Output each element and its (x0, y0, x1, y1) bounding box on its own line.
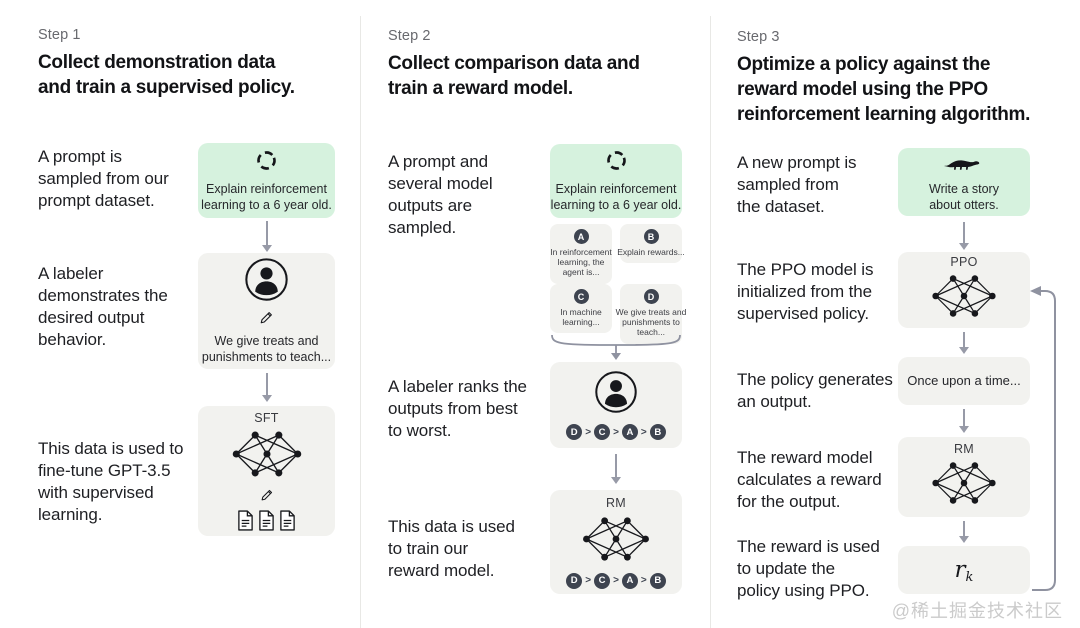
step1-title: Collect demonstration data and train a s… (38, 52, 295, 99)
column-divider-1 (360, 16, 361, 628)
rank-badge: A (621, 572, 638, 589)
rank-separator: > (613, 575, 619, 586)
documents-icon (237, 510, 296, 531)
pencil-icon (259, 310, 274, 330)
step3-output-text: Once upon a time... (907, 372, 1021, 388)
step1-caption-labeler: A labeler demonstrates the desired outpu… (38, 264, 168, 350)
output-card-b: B Explain rewards... (617, 224, 685, 264)
rank-separator: > (640, 426, 647, 438)
pencil-icon (260, 488, 274, 507)
neural-network-icon (228, 428, 306, 485)
rank-separator: > (585, 426, 592, 438)
step3-prompt-box: Write a story about otters. (898, 148, 1030, 216)
sft-label: SFT (254, 411, 279, 425)
step3-prompt-text: Write a story about otters. (929, 181, 999, 212)
rank-separator: > (585, 575, 592, 586)
rank-badge: A (621, 424, 638, 440)
arrow-down-icon (958, 222, 970, 250)
step2-caption-ranks: A labeler ranks the outputs from best to… (388, 377, 527, 441)
reward-symbol: r (954, 557, 966, 583)
person-icon (594, 370, 638, 419)
arrow-down-icon (958, 521, 970, 543)
step1-sft-box: SFT (198, 406, 335, 536)
step3-ppo-box: PPO (898, 252, 1030, 328)
output-card-text: In reinforcement learning, the agent is.… (550, 247, 612, 278)
step2-prompt-text: Explain reinforcement learning to a 6 ye… (550, 182, 682, 212)
cycle-icon (255, 149, 278, 177)
step3-caption-update: The reward is used to update the policy … (737, 537, 880, 601)
step3-caption-prompt: A new prompt is sampled from the dataset… (737, 153, 857, 217)
output-card-d: D We give treats and punishments to teac… (616, 284, 686, 344)
column-divider-2 (710, 16, 711, 628)
step1-prompt-box: Explain reinforcement learning to a 6 ye… (198, 143, 335, 218)
arrow-down-icon (261, 221, 273, 252)
rank-badge: D (566, 424, 583, 440)
arrow-down-icon (610, 454, 622, 484)
rank-badge: B (649, 572, 666, 589)
output-card-text: Explain rewards... (617, 247, 685, 257)
step2-title: Collect comparison data and train a rewa… (388, 53, 640, 100)
rank-separator: > (640, 575, 647, 586)
output-card-a: A In reinforcement learning, the agent i… (550, 224, 612, 284)
rm-label: RM (605, 495, 627, 510)
step3-title: Optimize a policy against the reward mod… (737, 54, 1031, 126)
step3-output-box: Once upon a time... (898, 357, 1030, 405)
step3-caption-init: The PPO model is initialized from the su… (737, 260, 874, 324)
arrow-down-icon (958, 409, 970, 433)
step1-prompt-text: Explain reinforcement learning to a 6 ye… (201, 181, 332, 212)
letter-badge: A (573, 229, 589, 244)
letter-badge: C (573, 289, 589, 304)
ranking-row: D > C > A > B (566, 572, 666, 589)
step2-caption-prompt: A prompt and several model outputs are s… (388, 152, 493, 238)
cycle-icon (605, 149, 628, 177)
step2-labeler-box: D > C > A > B (550, 362, 682, 448)
otter-icon (943, 152, 985, 178)
rank-separator: > (613, 426, 619, 438)
step1-labeler-text: We give treats and punishments to teach.… (201, 334, 332, 364)
output-card-c: C In machine learning... (550, 284, 612, 334)
arrow-down-icon (958, 332, 970, 354)
step2-prompt-box: Explain reinforcement learning to a 6 ye… (550, 144, 682, 218)
rank-badge: C (594, 424, 611, 440)
step2-rm-box: RM D > C > A > B (550, 490, 682, 594)
step3-caption-reward: The reward model calculates a reward for… (737, 448, 882, 512)
rank-badge: B (649, 424, 666, 440)
feedback-loop-arrow-icon (1025, 281, 1067, 602)
step2-label: Step 2 (388, 28, 431, 44)
ranking-row: D > C > A > B (566, 424, 666, 440)
letter-badge: B (643, 229, 659, 244)
person-icon (244, 257, 289, 307)
step1-labeler-box: We give treats and punishments to teach.… (198, 253, 335, 369)
letter-badge: D (643, 289, 659, 304)
step3-rm-box: RM (898, 437, 1030, 517)
watermark: @稀土掘金技术社区 (891, 601, 1063, 621)
step2-caption-train: This data is used to train our reward mo… (388, 517, 515, 581)
reward-symbol-subscript: k (965, 570, 974, 585)
neural-network-icon (579, 514, 653, 569)
rm-label: RM (953, 442, 975, 456)
neural-network-icon (928, 459, 1000, 512)
step1-caption-finetune: This data is used to fine-tune GPT-3.5 w… (38, 439, 184, 525)
arrow-down-icon (261, 373, 273, 402)
step1-label: Step 1 (38, 27, 81, 43)
step3-label: Step 3 (737, 29, 780, 45)
brace-arrow-icon (550, 334, 682, 365)
step3-caption-generate: The policy generates an output. (737, 370, 893, 412)
step1-caption-prompt: A prompt is sampled from our prompt data… (38, 147, 169, 211)
neural-network-icon (928, 272, 1000, 325)
rank-badge: D (566, 572, 583, 589)
output-card-text: We give treats and punishments to teach.… (615, 307, 687, 338)
output-card-text: In machine learning... (560, 307, 602, 328)
ppo-label: PPO (950, 255, 978, 269)
rank-badge: C (594, 572, 611, 589)
